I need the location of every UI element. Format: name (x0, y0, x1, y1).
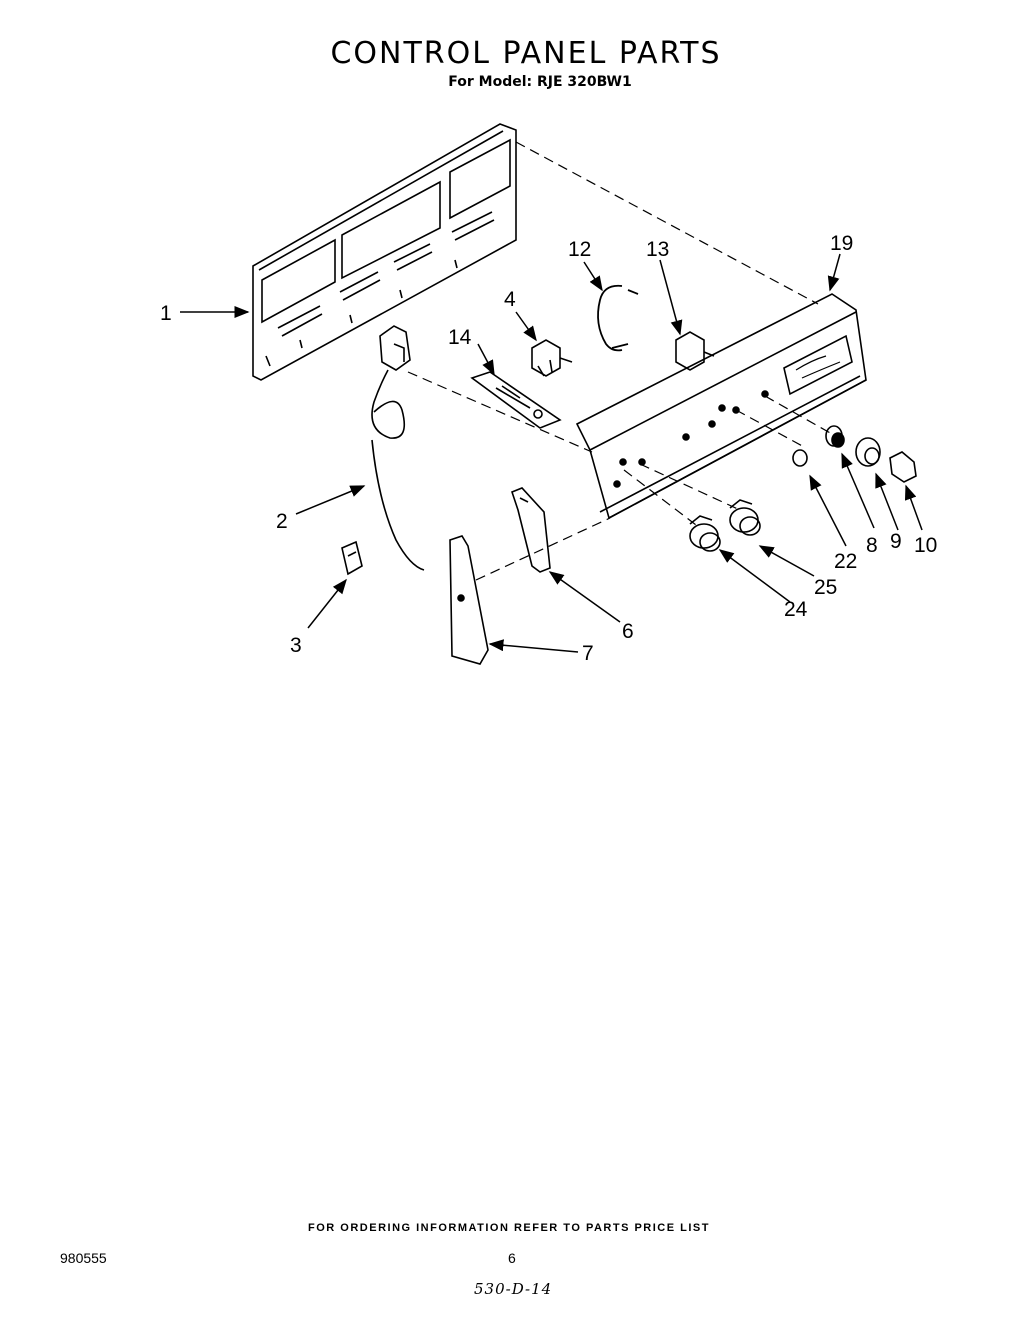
callout-label-6: 6 (622, 620, 634, 643)
callout-labels: 1 2 3 4 6 7 8 9 10 12 13 14 19 22 24 25 (160, 232, 937, 665)
washer-part (792, 449, 808, 467)
knob-part-10 (889, 451, 917, 483)
document-number: 980555 (60, 1250, 107, 1266)
callout-label-1: 1 (160, 302, 172, 325)
thermostat-part (371, 325, 425, 571)
control-knob-part-25 (729, 499, 761, 536)
callout-label-7: 7 (582, 642, 594, 665)
wire-harness-part (597, 284, 639, 352)
callout-label-4: 4 (504, 288, 516, 311)
control-knob-part-24 (689, 515, 721, 552)
page-title: CONTROL PANEL PARTS (330, 36, 722, 71)
handwritten-code: 530-D-14 (474, 1280, 553, 1298)
callout-label-2: 2 (276, 510, 288, 533)
callout-label-22: 22 (834, 550, 857, 573)
callout-label-19: 19 (830, 232, 853, 255)
callout-label-9: 9 (890, 530, 902, 553)
side-bracket-part (511, 487, 551, 573)
alignment-lines (407, 141, 833, 581)
control-panel-body-part (575, 293, 867, 520)
callout-label-10: 10 (914, 534, 937, 557)
rear-panel-part (252, 123, 517, 381)
page-number: 6 (508, 1250, 516, 1266)
callout-arrows (180, 253, 923, 653)
callout-label-25: 25 (814, 576, 837, 599)
end-cap-part (449, 535, 489, 665)
infinite-switch-part (675, 331, 715, 371)
knob-stem-part-8 (825, 425, 845, 448)
callout-label-3: 3 (290, 634, 302, 657)
callout-label-8: 8 (866, 534, 878, 557)
callout-label-24: 24 (784, 598, 808, 621)
callout-label-12: 12 (568, 238, 591, 261)
callout-label-14: 14 (448, 326, 472, 349)
ordering-info-note: FOR ORDERING INFORMATION REFER TO PARTS … (308, 1222, 710, 1234)
clip-part (341, 540, 363, 576)
switch-part (531, 339, 573, 377)
callout-label-13: 13 (646, 238, 669, 261)
knob-skirt-part-9 (855, 437, 881, 467)
model-subtitle: For Model: RJE 320BW1 (448, 74, 632, 90)
